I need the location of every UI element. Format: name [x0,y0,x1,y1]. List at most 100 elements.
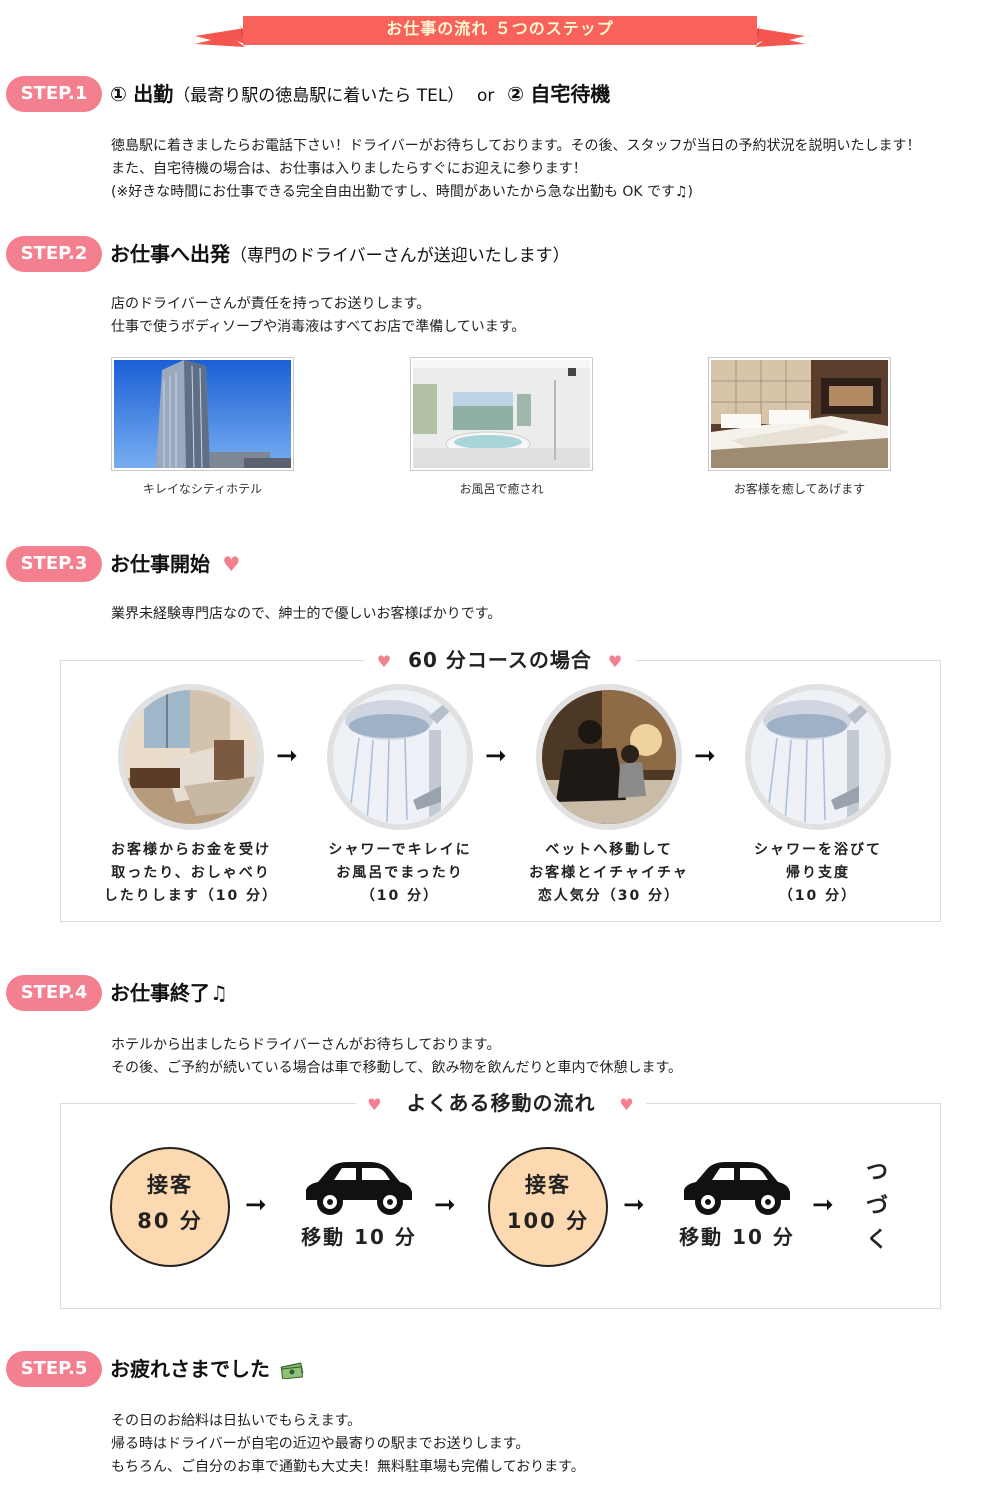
text-line: (※好きな時間にお仕事できる完全自由出勤ですし、時間があいたから急な出勤も OK… [111,184,694,200]
shower-photo-image [751,690,885,824]
flow-step-caption: ベットへ移動して お客様とイチャイチャ 恋人気分（30 分） [514,839,704,908]
caption-line: （10 分） [778,888,858,904]
text-line: ホテルから出ましたらドライバーさんがお待ちしております。 [111,1037,501,1053]
move-label: 移動 10 分 [301,1225,417,1249]
option1-label: 出勤 [133,82,174,106]
flow-step-caption: シャワーを浴びて 帰り支度 （10 分） [723,839,913,908]
arrow-icon: ➞ [694,741,716,771]
service-circle: 接客 80 分 [110,1147,230,1267]
caption-line: お風呂でまったり [336,865,464,881]
text-line: 徳島駅に着きましたらお電話下さい！ドライバーがお待ちしております。その後、スタッ… [111,138,921,154]
heart-icon: ♥ [607,652,624,671]
text-line: 業界未経験専門店なので、紳士的で優しいお客様ばかりです。 [111,606,502,622]
step3-title-text: お仕事開始 [110,552,210,576]
text-line: もちろん、ご自分のお車で通勤も大丈夫！無料駐車場も完備しております。 [111,1459,585,1475]
text-line: 帰る時はドライバーが自宅の近辺や最寄りの駅までお送りします。 [111,1436,530,1452]
shower-photo-image [333,690,467,824]
text-line: 店のドライバーさんが責任を持ってお送りします。 [111,296,431,312]
text-line: その日のお給料は日払いでもらえます。 [111,1413,362,1429]
course-flow-title-text: 60 分コースの場合 [408,648,592,672]
shower-photo [745,684,891,830]
arrow-icon: ➞ [623,1190,645,1220]
course-flow-title: ♥ 60 分コースの場合 ♥ [364,646,636,674]
step2-title-text: お仕事へ出発 [110,242,230,266]
bath-caption: お風呂で癒され [459,482,544,496]
step5-title: お疲れさまでした [110,1356,304,1382]
continue-label: つ づ く [862,1156,892,1258]
couple-photo-image [542,690,676,824]
hotel-photo [111,357,294,471]
continue-char: く [865,1228,888,1253]
continue-char: つ [865,1160,888,1185]
title-ribbon: お仕事の流れ ５つのステップ [195,14,805,50]
move-flow-title-text: よくある移動の流れ [406,1091,596,1115]
shower-photo [327,684,473,830]
bedroom-photo-image [711,360,888,468]
heart-icon: ♥ [222,552,241,576]
couple-photo [536,684,682,830]
bedroom-photo [708,357,891,471]
car-icon [684,1162,790,1215]
arrow-icon: ➞ [276,741,298,771]
option1-number: ① [110,82,127,106]
caption-line: シャワーでキレイに [328,842,472,858]
step1-badge: STEP.1 [6,76,102,112]
text-line: その後、ご予約が続いている場合は車で移動して、飲み物を飲んだりと車内で休憩します… [111,1060,683,1076]
caption-line: 取ったり、おしゃべり [111,865,271,881]
caption-line: 恋人気分（30 分） [537,888,681,904]
step1-text: 徳島駅に着きましたらお電話下さい！ドライバーがお待ちしております。その後、スタッ… [111,135,920,204]
arrow-icon: ➞ [434,1190,456,1220]
caption-line: （10 分） [360,888,440,904]
move-flow-title: ♥ よくある移動の流れ ♥ [356,1089,646,1117]
arrow-icon: ➞ [812,1190,834,1220]
caption-line: 帰り支度 [786,865,850,881]
car-icon [306,1162,412,1215]
step2-badge: STEP.2 [6,236,102,272]
service-circle: 接客 100 分 [488,1147,608,1267]
step5-badge: STEP.5 [6,1351,102,1387]
bath-photo [410,357,593,471]
lounge-photo [118,684,264,830]
step4-title-text: お仕事終了♫ [110,981,228,1005]
option1-note: （最寄り駅の徳島駅に着いたら TEL） [173,86,465,106]
heart-icon: ♥ [367,1095,383,1114]
service-label: 接客 [147,1173,193,1197]
heart-icon: ♥ [619,1095,635,1114]
service-time: 100 分 [506,1209,590,1233]
move-label: 移動 10 分 [679,1225,795,1249]
heart-icon: ♥ [376,652,393,671]
step2-title: お仕事へ出発（専門のドライバーさんが送迎いたします） [110,241,570,269]
text-line: 仕事で使うボディソープや消毒液はすべてお店で準備しています。 [111,319,526,335]
step2-text: 店のドライバーさんが責任を持ってお送りします。 仕事で使うボディソープや消毒液は… [111,293,525,339]
option2-number: ② [507,82,525,106]
flow-step-caption: シャワーでキレイに お風呂でまったり （10 分） [305,839,495,908]
caption-line: シャワーを浴びて [754,842,882,858]
caption-line: したりします（10 分） [103,888,279,904]
step1-title: ① 出勤（最寄り駅の徳島駅に着いたら TEL） or ② 自宅待機 [110,81,610,109]
bedroom-caption: お客様を癒してあげます [733,482,866,496]
ribbon-shape [195,16,805,47]
hotel-photo-image [114,360,291,468]
step2-title-note: （専門のドライバーさんが送迎いたします） [230,246,570,266]
step5-title-text: お疲れさまでした [110,1357,270,1381]
or-label: or [477,86,495,106]
continue-char: づ [865,1194,888,1219]
money-icon [280,1362,304,1380]
flow-step-caption: お客様からお金を受け 取ったり、おしゃべり したりします（10 分） [96,839,286,908]
caption-line: お客様とイチャイチャ [529,865,689,881]
text-line: また、自宅待機の場合は、お仕事は入りましたらすぐにお迎えに参ります！ [111,161,587,177]
step3-title: お仕事開始 ♥ [110,551,240,577]
caption-line: お客様からお金を受け [111,842,271,858]
bath-photo-image [413,360,590,468]
caption-line: ベットへ移動して [545,842,673,858]
hotel-caption: キレイなシティホテル [142,482,263,496]
step4-title: お仕事終了♫ [110,980,228,1006]
step4-badge: STEP.4 [6,975,102,1011]
ribbon-title: お仕事の流れ ５つのステップ [386,19,614,38]
step5-text: その日のお給料は日払いでもらえます。 帰る時はドライバーが自宅の近辺や最寄りの駅… [111,1410,585,1479]
service-time: 80 分 [137,1209,203,1233]
arrow-icon: ➞ [485,741,507,771]
lounge-photo-image [124,690,258,824]
step3-badge: STEP.3 [6,546,102,582]
step3-text: 業界未経験専門店なので、紳士的で優しいお客様ばかりです。 [111,603,501,626]
